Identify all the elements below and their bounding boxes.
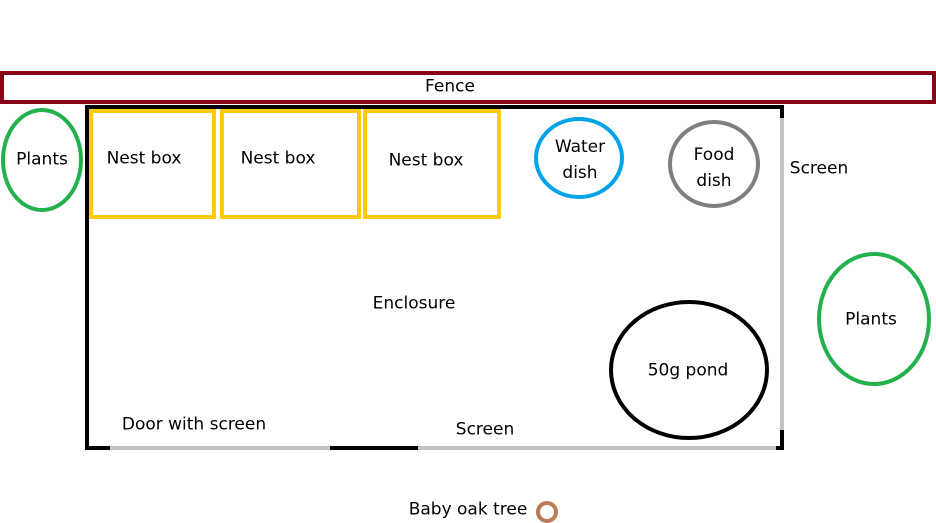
nest-box-3 (363, 109, 501, 219)
food-dish-label-line2: dish (696, 171, 732, 191)
water-dish-label-line2: dish (562, 163, 598, 183)
screen-bottom-label: Screen (455, 419, 515, 440)
water-dish-circle (534, 117, 624, 199)
fence-label: Fence (425, 76, 475, 97)
pond-circle (609, 300, 769, 440)
nest-box-2-label: Nest box (240, 148, 316, 169)
nest-box-1 (89, 109, 216, 219)
fence-bar (0, 71, 936, 104)
plants-left-label: Plants (16, 149, 68, 170)
food-dish-label-line1: Food (693, 145, 735, 165)
pond-label: 50g pond (647, 360, 729, 381)
nest-box-2 (220, 109, 361, 219)
nest-box-1-label: Nest box (106, 148, 182, 169)
plants-right-circle (817, 252, 931, 386)
oak-tree-label: Baby oak tree (408, 499, 528, 520)
nest-box-3-label: Nest box (388, 150, 464, 171)
enclosure-label: Enclosure (372, 293, 456, 314)
food-dish-circle (668, 120, 760, 208)
plants-left-circle (1, 108, 83, 212)
food-dish-label: Food dish (694, 142, 735, 194)
oak-tree-circle (536, 501, 558, 523)
water-dish-label-line1: Water (554, 137, 606, 157)
door-screen-label: Door with screen (121, 414, 267, 435)
plants-right-label: Plants (845, 309, 897, 330)
water-dish-label: Water dish (555, 134, 605, 186)
screen-right-label: Screen (789, 158, 849, 179)
